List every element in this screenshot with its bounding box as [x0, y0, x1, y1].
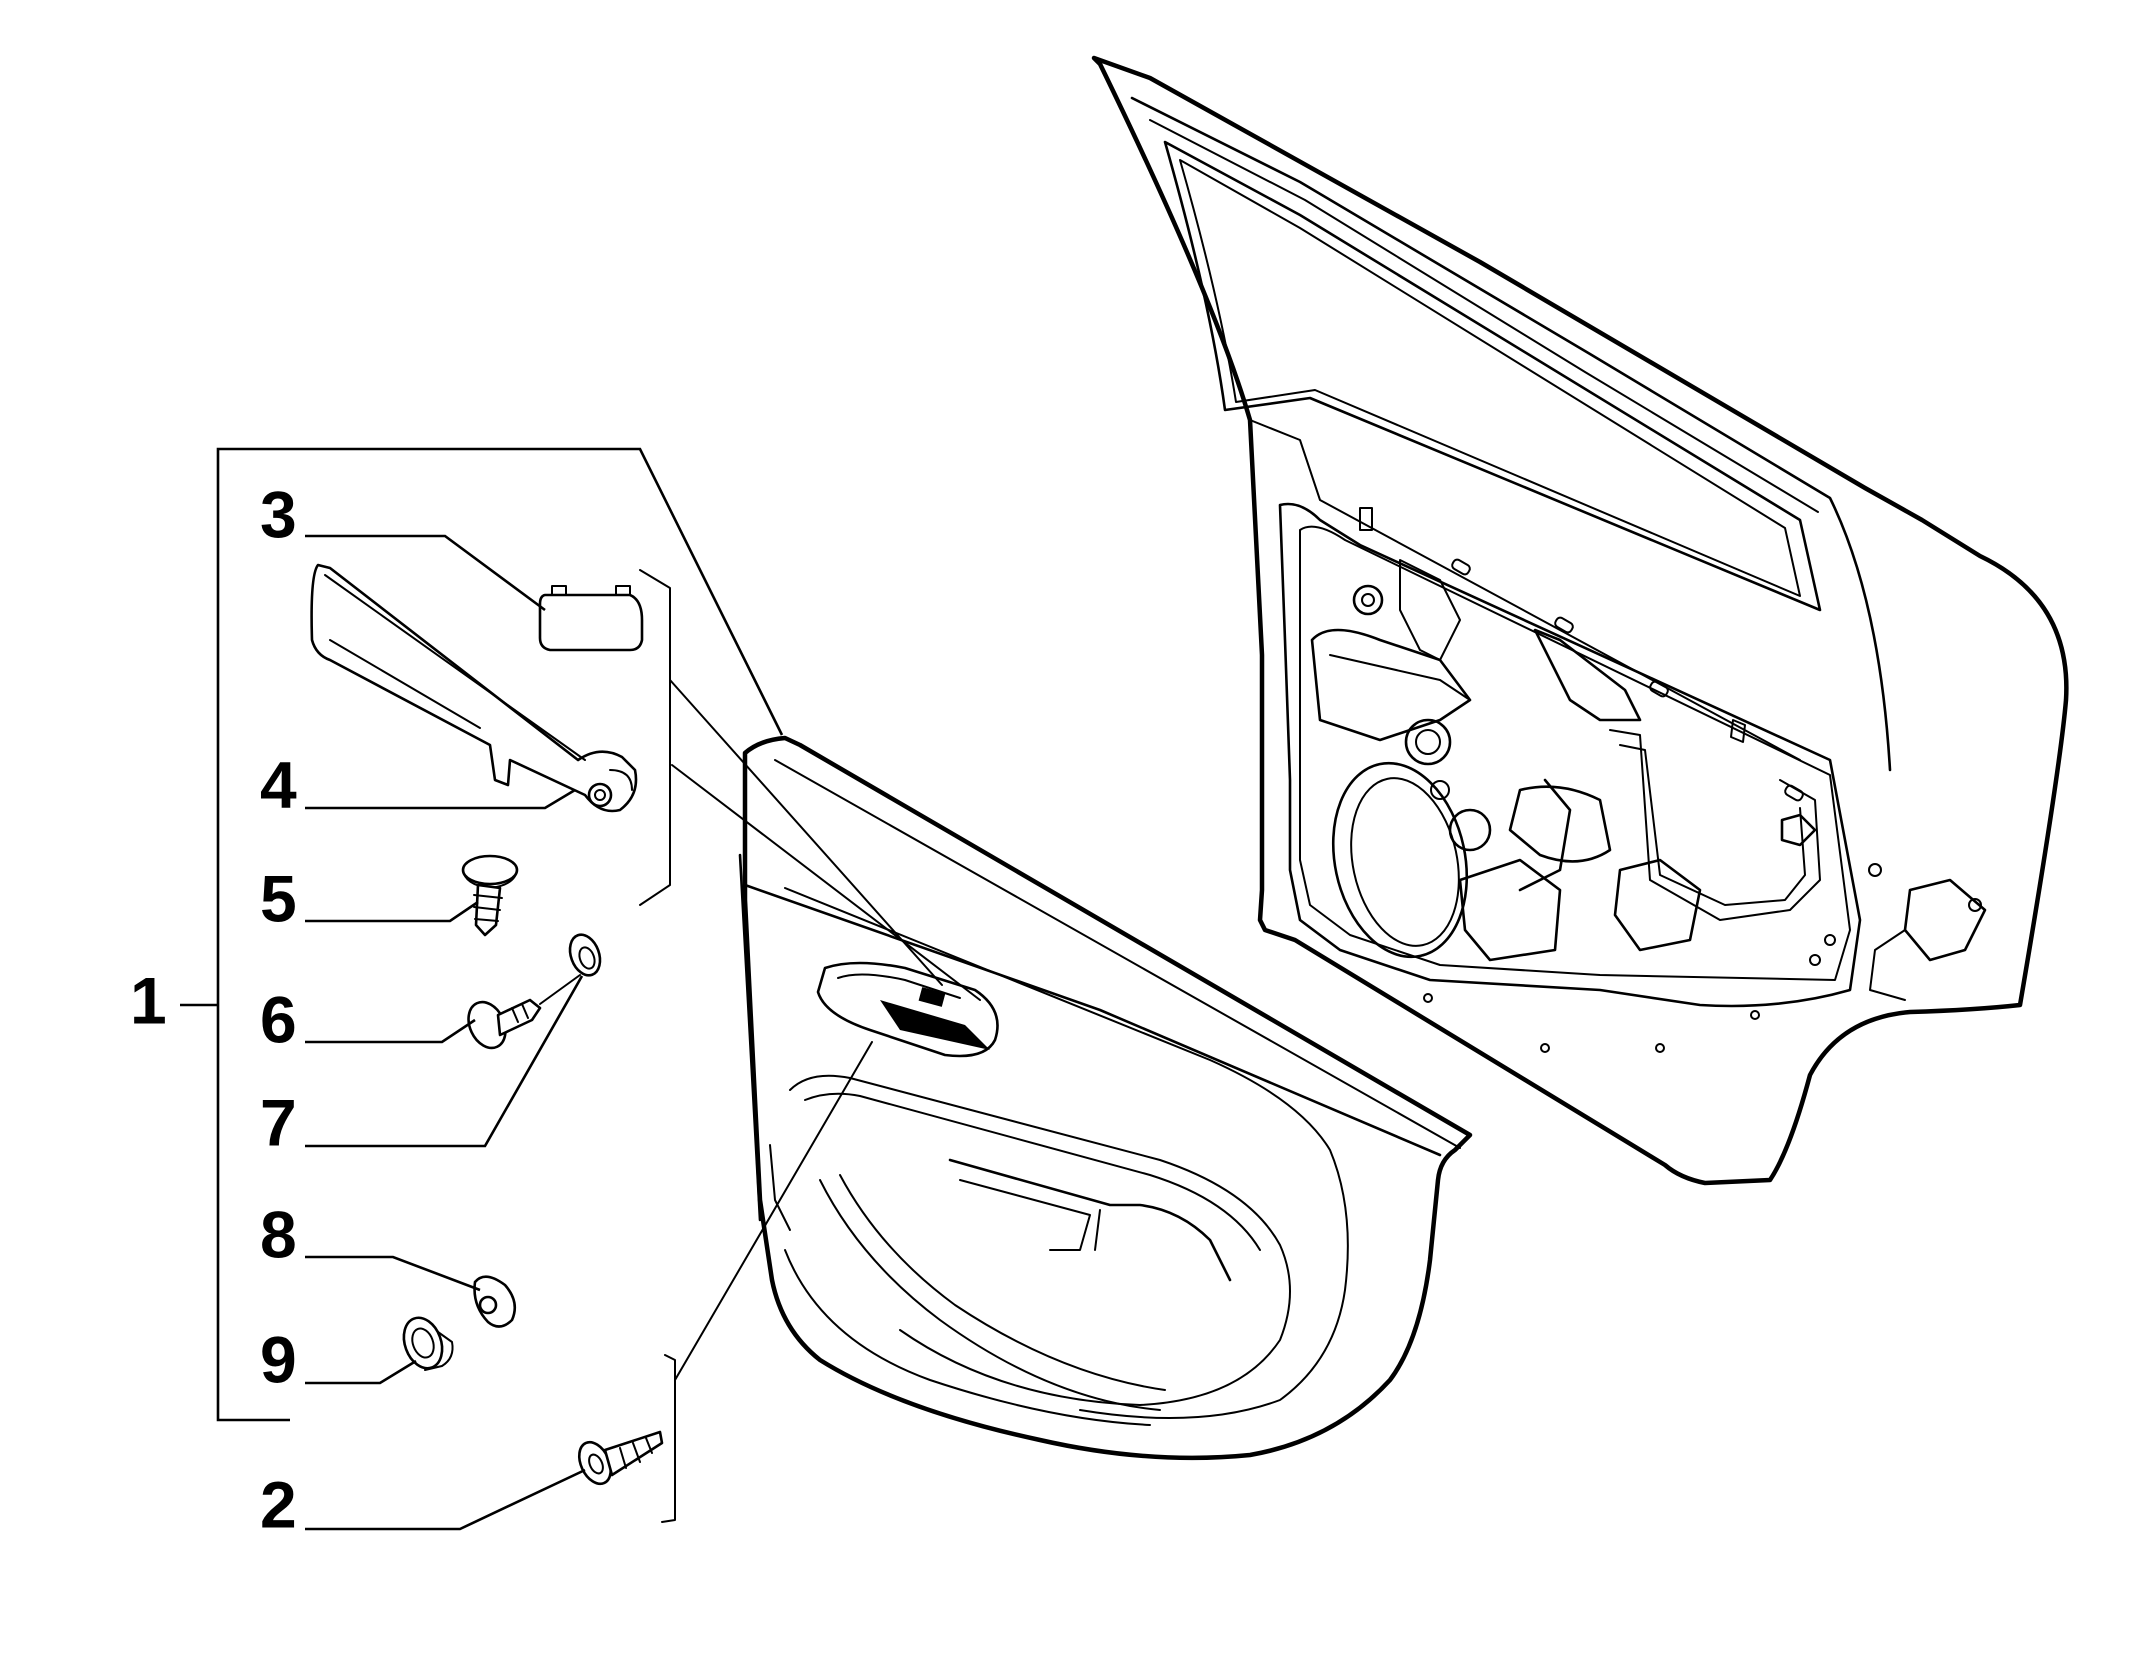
callout-8: 8 — [260, 1197, 297, 1271]
part-6-push-pin — [467, 998, 542, 1050]
callout-3: 3 — [260, 477, 297, 551]
callout-9: 9 — [260, 1322, 297, 1396]
part-8-nut — [473, 1275, 517, 1328]
part-7-washer — [539, 933, 602, 1005]
callout-7: 7 — [260, 1085, 297, 1159]
callout-2: 2 — [260, 1467, 297, 1541]
callout-numbers: 1 3 4 5 6 7 8 9 2 — [130, 477, 297, 1541]
callout-1: 1 — [130, 963, 167, 1037]
part-9-grommet — [402, 1316, 454, 1371]
door-shell — [1091, 55, 2069, 1186]
part-2-screw — [577, 1430, 664, 1486]
part-5-push-clip — [461, 854, 519, 937]
callout-6: 6 — [260, 982, 297, 1056]
door-trim-panel — [738, 735, 1473, 1461]
callout-leaders — [180, 447, 981, 1531]
callout-4: 4 — [260, 747, 297, 821]
part-4-bezel — [310, 563, 638, 813]
part-3-handle-cover — [538, 585, 644, 652]
callout-5: 5 — [260, 861, 297, 935]
